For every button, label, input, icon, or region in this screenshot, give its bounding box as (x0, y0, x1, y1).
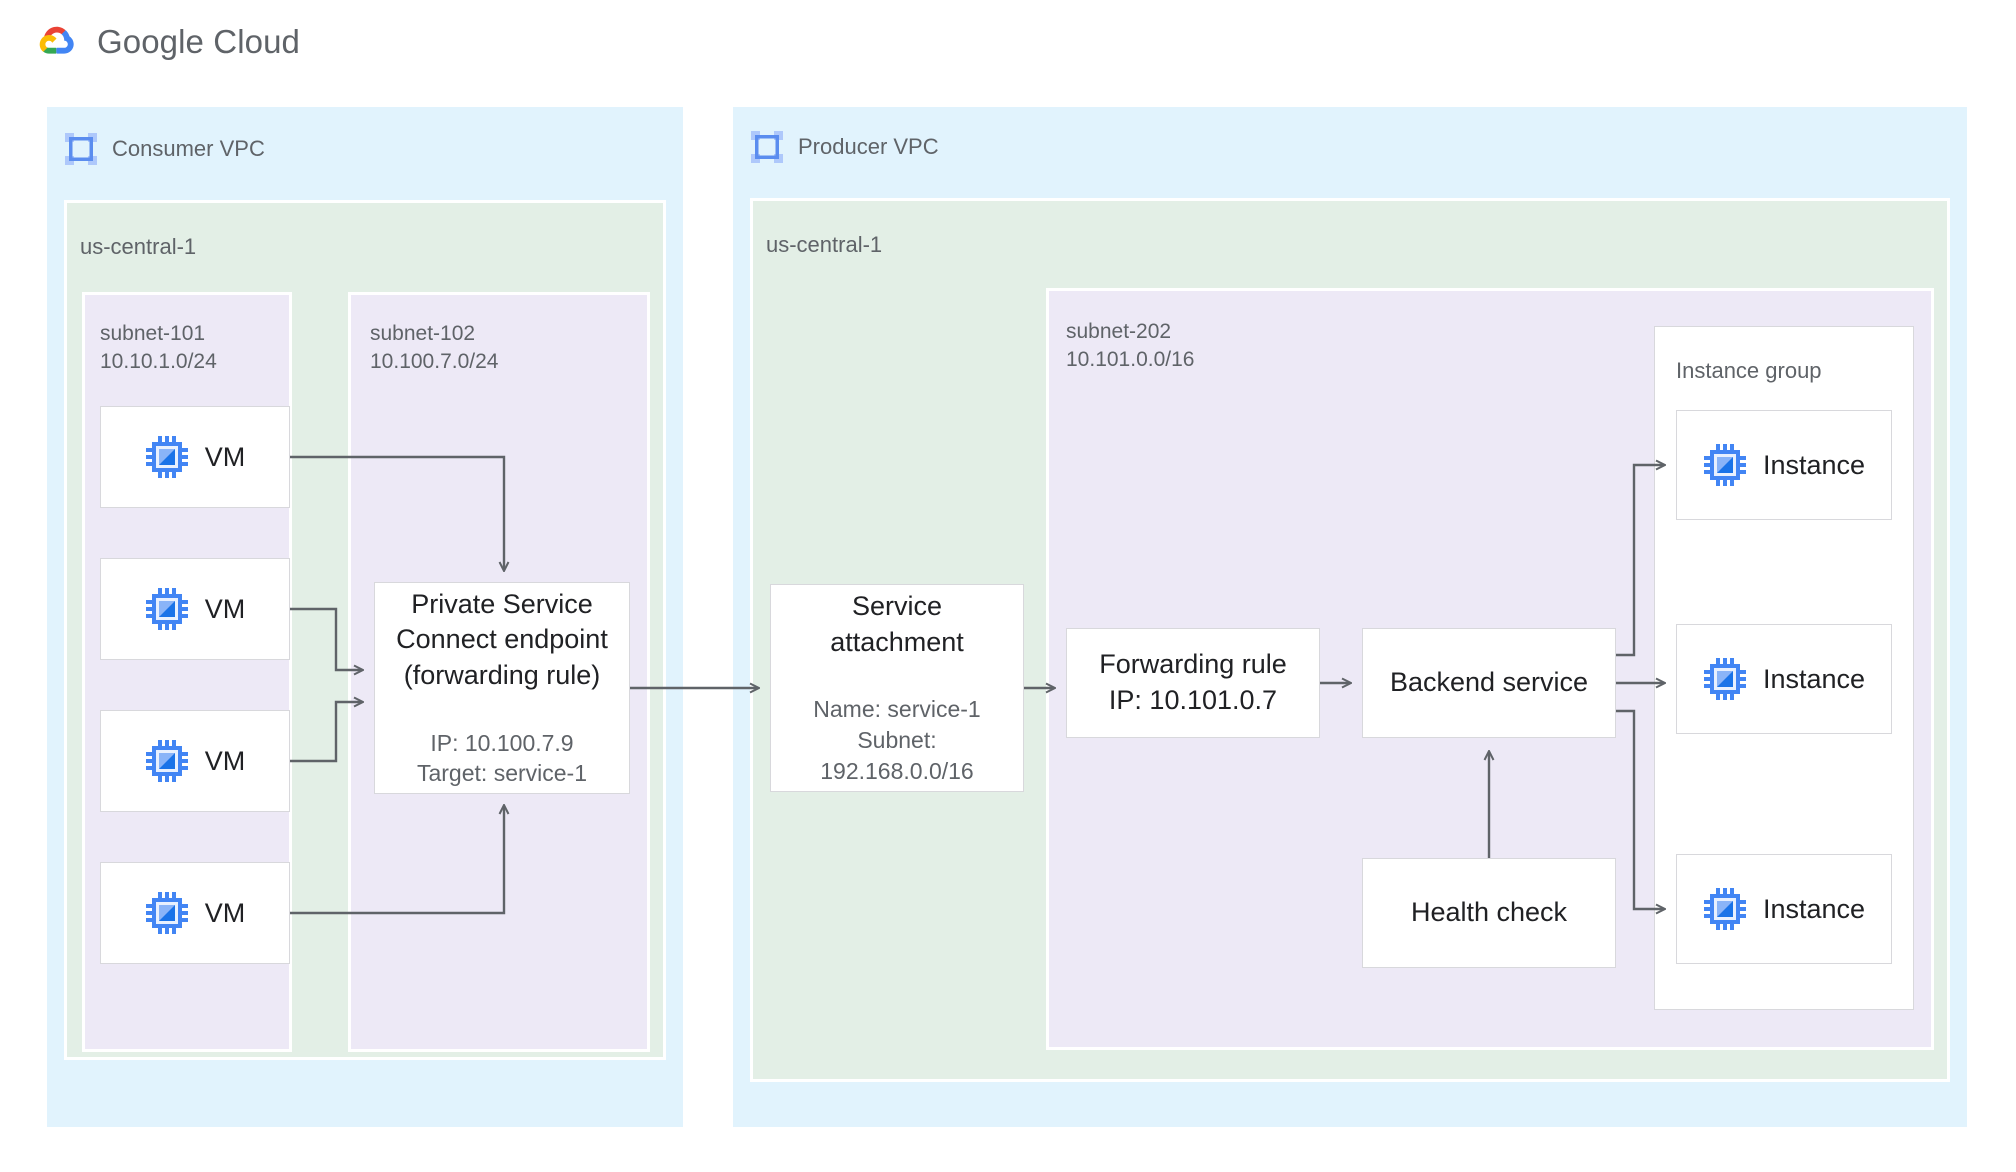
producer-region-label: us-central-1 (766, 232, 883, 257)
instance-node-2-label: Instance (1762, 663, 1866, 694)
vm-node-2-content: VM (145, 587, 246, 631)
producer-vpc-title: Producer VPC (750, 130, 939, 164)
vm-node-4[interactable]: VM (100, 862, 290, 964)
vm-node-3-label: VM (204, 745, 246, 776)
google-cloud-logo-icon (39, 26, 74, 54)
vm-node-1[interactable]: VM (100, 406, 290, 508)
consumer-vpc-label: Consumer VPC (112, 136, 265, 161)
instance-group-label: Instance group (1676, 358, 1822, 383)
instance-node-2-content: Instance (1703, 657, 1865, 701)
psc-endpoint-details: IP: 10.100.7.9 Target: service-1 (416, 729, 587, 787)
subnet-101-label: subnet-101 10.10.1.0/24 (100, 322, 217, 373)
instance-node-1[interactable]: Instance (1676, 410, 1892, 520)
psc-endpoint-title: Private Service Connect endpoint (forwar… (396, 588, 608, 690)
forwarding-rule-label: Forwarding rule IP: 10.101.0.7 (1099, 649, 1287, 715)
instance-node-1-label: Instance (1762, 449, 1866, 480)
consumer-region-label: us-central-1 (80, 234, 197, 259)
backend-service-label: Backend service (1389, 667, 1589, 698)
vm-node-3[interactable]: VM (100, 710, 290, 812)
instance-node-1-content: Instance (1703, 443, 1865, 487)
google-cloud-logo-bar: Google Cloud (34, 22, 300, 62)
health-check-label: Health check (1410, 897, 1568, 928)
instance-node-3[interactable]: Instance (1676, 854, 1892, 964)
service-attachment-details: Name: service-1 Subnet: 192.168.0.0/16 (813, 696, 981, 785)
vm-node-1-content: VM (145, 435, 246, 479)
forwarding-rule-box[interactable]: Forwarding rule IP: 10.101.0.7 (1066, 628, 1320, 738)
compute-instance-icon (145, 588, 188, 630)
instance-node-3-label: Instance (1762, 893, 1866, 924)
psc-endpoint-card[interactable]: Private Service Connect endpoint (forwar… (374, 582, 630, 794)
vm-node-1-label: VM (204, 441, 246, 472)
consumer-vpc-title: Consumer VPC (64, 132, 265, 166)
compute-instance-icon (1703, 444, 1746, 486)
service-attachment-title: Service attachment (830, 591, 964, 657)
instance-node-3-content: Instance (1703, 887, 1865, 931)
compute-instance-icon (1703, 658, 1746, 700)
vm-node-2-label: VM (204, 593, 246, 624)
producer-vpc-label: Producer VPC (798, 134, 939, 159)
vm-node-4-content: VM (145, 891, 246, 935)
vm-node-2[interactable]: VM (100, 558, 290, 660)
service-attachment-card[interactable]: Service attachment Name: service-1 Subne… (770, 584, 1024, 792)
compute-instance-icon (145, 892, 188, 934)
subnet-102-label: subnet-102 10.100.7.0/24 (370, 322, 499, 373)
vpc-network-icon (65, 133, 97, 165)
compute-instance-icon (145, 436, 188, 478)
instance-node-2[interactable]: Instance (1676, 624, 1892, 734)
subnet-202-label: subnet-202 10.101.0.0/16 (1066, 320, 1195, 371)
health-check-box[interactable]: Health check (1362, 858, 1616, 968)
vpc-network-icon (751, 131, 783, 163)
compute-instance-icon (1703, 888, 1746, 930)
logo-text: Google Cloud (97, 23, 301, 60)
compute-instance-icon (145, 740, 188, 782)
vm-node-3-content: VM (145, 739, 246, 783)
vm-node-4-label: VM (204, 897, 246, 928)
backend-service-box[interactable]: Backend service (1362, 628, 1616, 738)
